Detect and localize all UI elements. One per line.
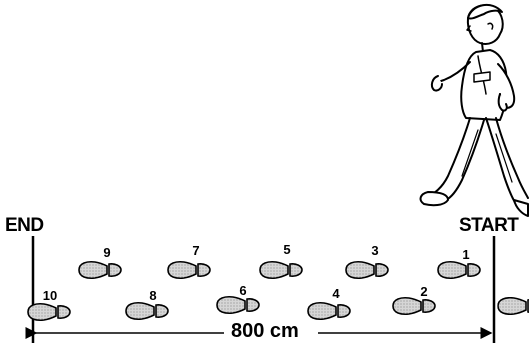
footprint-step-5: [259, 260, 303, 280]
step-number-3: 3: [371, 243, 379, 258]
footprint-start-partial: [498, 298, 529, 314]
step-number-1: 1: [462, 247, 470, 262]
step-number-5: 5: [283, 242, 291, 257]
step-number-9: 9: [103, 245, 111, 260]
footprint-step-7: [167, 260, 211, 280]
footprint-step-10: [27, 302, 71, 322]
step-number-4: 4: [332, 286, 340, 301]
step-number-10: 10: [42, 288, 58, 303]
footprint-step-2: [392, 296, 436, 316]
step-number-7: 7: [192, 243, 200, 258]
footprint-step-1: [437, 260, 481, 280]
footprint-step-4: [307, 301, 351, 321]
end-label: END: [5, 215, 44, 236]
step-number-2: 2: [420, 284, 428, 299]
step-number-8: 8: [149, 288, 157, 303]
start-label: START: [459, 215, 519, 236]
footprint-step-3: [345, 260, 389, 280]
footprint-step-6: [216, 295, 260, 315]
footprint-step-8: [125, 301, 169, 321]
distance-label: 800 cm: [227, 321, 303, 341]
walking-person-figure: [419, 3, 529, 217]
step-number-6: 6: [239, 283, 247, 298]
footprint-step-9: [78, 260, 122, 280]
